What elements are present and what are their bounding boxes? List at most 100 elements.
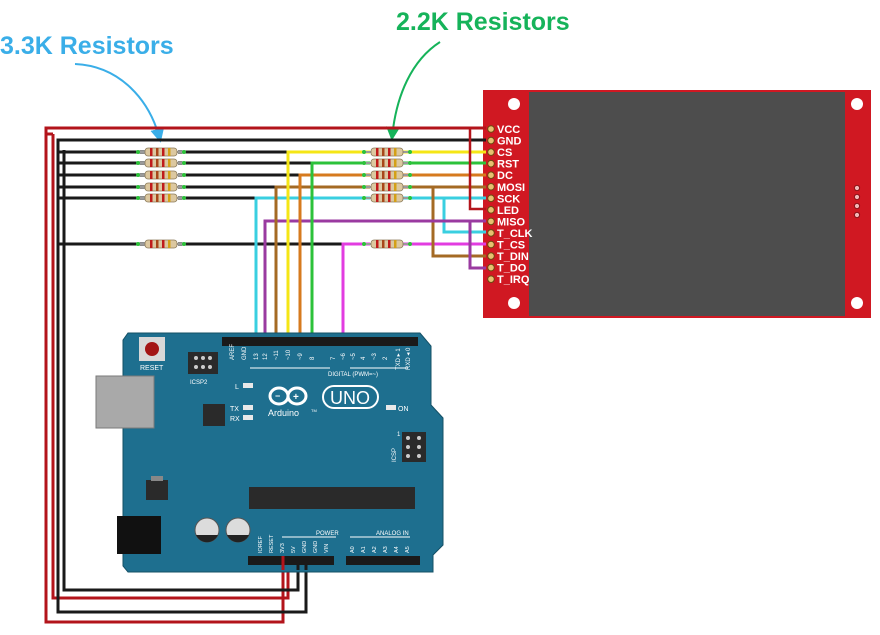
- wire-pin-d11: [274, 185, 370, 345]
- arduino-brand: Arduino: [268, 408, 299, 418]
- rx-led: [243, 415, 253, 420]
- power-pin-label: 5V: [291, 546, 297, 553]
- lcd-pin-t-din: [487, 252, 495, 260]
- lcd-pin-led: [487, 206, 495, 214]
- analog-pin-label: A5: [405, 546, 411, 553]
- wire-pin-d13: [254, 196, 370, 345]
- sd-header: [853, 184, 861, 219]
- l-led: [243, 383, 253, 388]
- on-led: [386, 405, 396, 410]
- digital-pin-label: ~3: [372, 352, 378, 360]
- digital-pin-label: ~6: [341, 352, 347, 360]
- resistor-3-3k: [136, 193, 186, 203]
- wires: [44, 126, 486, 624]
- lcd-pin-label: RST: [497, 159, 519, 171]
- wire-vcc-2: [51, 134, 290, 600]
- wire-pin-d12: [263, 219, 486, 345]
- wire-tclk: [442, 198, 486, 234]
- lcd-pin-label: T_CLK: [497, 228, 533, 240]
- lcd-screen: [529, 92, 845, 316]
- digital-pin-label: 13: [254, 353, 260, 360]
- power-pin-label: IOREF: [258, 536, 264, 553]
- lcd-pin-label: MISO: [497, 216, 526, 228]
- lcd-pin-label: DC: [497, 170, 513, 182]
- power-pin-label: VIN: [324, 544, 330, 553]
- power-pin-label: RESET: [269, 534, 275, 553]
- analog-pin-label: A2: [372, 546, 378, 553]
- svg-text:+: +: [293, 392, 299, 403]
- on-label: ON: [398, 406, 409, 413]
- l-label: L: [235, 384, 239, 391]
- lcd-pin-label: T_CS: [497, 240, 525, 252]
- wire-pin-d4: [341, 242, 370, 345]
- resistor-3-3k: [136, 170, 186, 180]
- lcd-pin-label: T_IRQ: [497, 274, 530, 286]
- analog-pin-label: A1: [361, 546, 367, 553]
- resistor-3-3k: [136, 182, 186, 192]
- resistor-2-2k: [362, 147, 412, 157]
- icsp2-header: [188, 352, 218, 374]
- analog-label: ANALOG IN: [376, 531, 409, 537]
- resistor-network: [136, 147, 412, 249]
- lcd-pin-label: MOSI: [497, 182, 525, 194]
- power-jack: [117, 516, 161, 554]
- uno-badge: [322, 385, 379, 409]
- usb-chip: [203, 404, 225, 426]
- icsp-pin1: 1: [397, 432, 401, 438]
- lcd-pin-cs: [487, 148, 495, 156]
- lcd-pin-label: GND: [497, 136, 522, 148]
- lcd-pin-label: LED: [497, 205, 519, 217]
- lcd-pin-mosi: [487, 182, 495, 191]
- power-header: [248, 556, 334, 565]
- digital-pin-label: ~11: [274, 350, 280, 360]
- mount-hole: [851, 98, 863, 110]
- icsp2-label: ICSP2: [190, 380, 208, 386]
- resistor-2-2k: [362, 193, 412, 203]
- wire-gnd-2: [62, 150, 300, 592]
- lcd-pin-label: SCK: [497, 193, 520, 205]
- lcd-pin-t-do: [487, 263, 495, 272]
- power-label: POWER: [316, 531, 339, 537]
- power-pin-label: GND: [302, 541, 308, 553]
- voltage-regulator: [146, 480, 168, 500]
- analog-pin-label: A4: [394, 546, 400, 553]
- resistor-2-2k-label: 2.2K Resistors: [396, 8, 570, 36]
- digital-pin-label: 7: [331, 356, 337, 360]
- lcd-pin-t-clk: [487, 229, 495, 237]
- lcd-pin-label: CS: [497, 147, 512, 159]
- power-pin-label: 3V3: [280, 543, 286, 553]
- analog-header: [346, 556, 420, 565]
- tx-label: TX: [230, 406, 239, 413]
- digital-pin-label: ~10: [286, 349, 292, 360]
- tft-lcd-module: VCCGNDCSRSTDCMOSISCKLEDMISOT_CLKT_CST_DI…: [483, 90, 871, 318]
- resistor-2-2k: [362, 170, 412, 180]
- rx-label: RX: [230, 416, 240, 423]
- rxd-label: RXD ◂ 0: [406, 347, 412, 370]
- icsp-label: ICSP: [392, 448, 398, 462]
- usb-jack: [95, 375, 155, 429]
- tx-led: [243, 405, 253, 410]
- digital-pin-label: 8: [310, 356, 316, 360]
- digital-pin-label: 2: [383, 356, 389, 360]
- atmega-chip: [249, 487, 415, 509]
- lcd-pin-vcc: [487, 125, 495, 133]
- lcd-pin-gnd: [487, 136, 495, 145]
- wire-gnd: [56, 138, 486, 614]
- mount-hole: [851, 297, 863, 309]
- txd-label: TXD ▸ 1: [396, 348, 402, 370]
- power-wire-ends: [281, 556, 308, 570]
- lcd-pin-t-irq: [487, 275, 495, 283]
- mount-hole: [508, 98, 520, 110]
- wire-pin-d10: [286, 150, 370, 345]
- digital-pin-label: 12: [263, 353, 269, 360]
- analog-pin-label: A0: [350, 546, 356, 553]
- analog-pin-label: A3: [383, 546, 389, 553]
- lcd-pin-dc: [487, 171, 495, 179]
- digital-pin-label: GND: [242, 346, 248, 360]
- reset-button[interactable]: [145, 342, 159, 356]
- resistor-3-3k-label: 3.3K Resistors: [0, 32, 174, 60]
- wire-vcc: [44, 126, 486, 624]
- resistor-2-2k: [362, 158, 412, 168]
